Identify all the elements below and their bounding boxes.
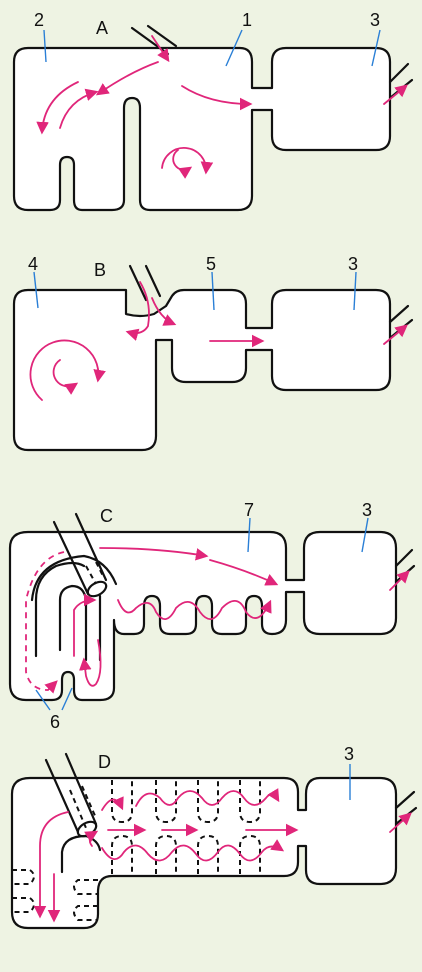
panel-b-letter: B (94, 260, 106, 280)
panel-d-letter: D (98, 752, 111, 772)
panel-a-letter: A (96, 18, 108, 38)
flow-arrow (383, 324, 408, 345)
fold (197, 834, 219, 874)
flow-arrow (78, 639, 102, 687)
panel-c-label-3: 3 (362, 500, 372, 520)
panel-b-label-4: 4 (28, 254, 38, 274)
panel-d-label-3: 3 (344, 744, 354, 764)
panel-c-label-6: 6 (50, 712, 60, 732)
flow-arrow (161, 147, 214, 175)
flow-arrow (101, 796, 124, 811)
panel-a-label-1: 1 (242, 10, 252, 30)
flow-arrow (25, 551, 65, 694)
panel-b-flow-arrows (29, 281, 408, 401)
flow-arrow (151, 35, 170, 63)
fold (239, 780, 261, 824)
leader-line (33, 271, 39, 309)
leader-line (371, 29, 381, 67)
fold (155, 780, 177, 824)
panel-c-flow-arrows (25, 547, 410, 694)
flow-arrow (125, 281, 150, 341)
leader-line (247, 517, 251, 553)
panel-c-letter: C (100, 506, 113, 526)
panel-d-lower-folds (111, 834, 261, 874)
flow-arrow (117, 599, 272, 620)
panel-c-label-7: 7 (244, 500, 254, 520)
flow-arrow (101, 839, 285, 862)
panel-c: C 7 3 6 (8, 500, 416, 732)
panel-a: A 2 1 3 (12, 10, 414, 212)
pouch (12, 869, 35, 885)
panel-b-label-5: 5 (206, 254, 216, 274)
flow-arrow (389, 570, 410, 591)
flow-arrow (99, 547, 209, 561)
panel-b: B 4 5 3 (12, 254, 414, 452)
panel-d: D 3 (10, 744, 418, 930)
panel-d-stomach-outline (10, 776, 398, 930)
fold (197, 780, 219, 824)
flow-arrow (36, 81, 79, 135)
leader-line (353, 271, 357, 311)
leader-line (361, 517, 369, 553)
panel-d-side-pouches (12, 869, 98, 921)
panel-c-esophagus-tube (52, 512, 108, 596)
flow-arrow (172, 149, 193, 179)
panel-c-outlet-tube (394, 548, 416, 584)
panel-b-outlet-tube (388, 304, 414, 340)
panel-c-stomach-outline (8, 530, 398, 702)
panel-b-label-leaders (33, 271, 357, 311)
panel-a-flow-arrows (36, 35, 408, 179)
flow-arrow (73, 593, 97, 657)
panel-d-flow-arrows (33, 788, 412, 923)
fold (111, 780, 133, 824)
flow-arrow (135, 788, 280, 807)
flow-arrow (33, 811, 69, 919)
panel-d-esophagus-hidden (69, 785, 97, 829)
panel-b-label-3: 3 (348, 254, 358, 274)
panel-a-outlet-tube (388, 62, 414, 100)
flow-arrow (84, 830, 99, 847)
panel-a-label-2: 2 (34, 10, 44, 30)
panel-c-esophagus-hidden (85, 561, 105, 585)
flow-arrow (52, 359, 79, 395)
fold (155, 834, 177, 874)
panel-b-stomach-outline (12, 288, 392, 452)
panel-a-stomach-outline (12, 46, 392, 212)
pouch (73, 879, 98, 895)
flow-arrow (95, 61, 159, 96)
leader-line (43, 29, 47, 63)
flow-arrow (59, 88, 99, 129)
panel-b-esophagus-tube (128, 264, 162, 302)
panel-c-fold-curve (30, 554, 118, 602)
pouch (73, 905, 98, 921)
flow-arrow (389, 812, 412, 833)
flow-arrow (383, 84, 408, 105)
pouch (12, 897, 35, 913)
panel-a-label-leaders (43, 29, 381, 67)
panel-a-label-3: 3 (370, 10, 380, 30)
leader-line (61, 687, 73, 711)
leader-line (225, 29, 243, 67)
flow-arrow (209, 559, 279, 586)
panel-c-label-leaders (35, 517, 369, 711)
leader-line (35, 689, 51, 711)
flow-arrow (29, 339, 106, 401)
flow-arrow (151, 297, 177, 326)
fold (111, 834, 133, 874)
panel-d-upper-folds (111, 780, 261, 824)
panel-d-esophagus-tube (44, 752, 98, 834)
fold (239, 834, 261, 874)
panel-d-outlet-tube (394, 790, 418, 826)
leader-line (211, 271, 215, 311)
flow-arrow (181, 85, 253, 111)
